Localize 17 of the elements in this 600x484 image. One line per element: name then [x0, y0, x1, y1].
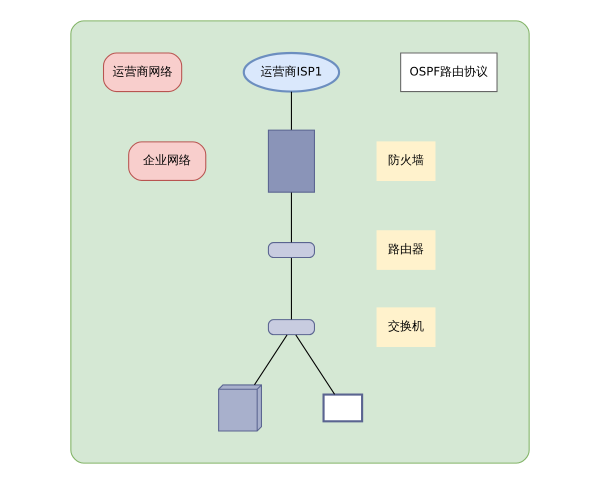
connector [295, 334, 336, 395]
connector [254, 334, 288, 386]
connector [290, 258, 292, 320]
cluster [70, 20, 530, 464]
connector [290, 192, 292, 242]
node-box: OSPF路由协议 [400, 52, 498, 92]
node-router [268, 242, 315, 258]
node-ellipse: 运营商ISP1 [242, 52, 340, 93]
node-box: 路由器 [376, 230, 436, 270]
node-computer [322, 394, 364, 422]
node-box: 防火墙 [376, 141, 436, 181]
node-box: 企业网络 [128, 141, 206, 181]
node-switch [268, 319, 315, 336]
node-box: 运营商网络 [102, 52, 182, 92]
node-box: 交换机 [376, 307, 436, 347]
connector [290, 92, 292, 130]
node-firewall [268, 130, 315, 193]
